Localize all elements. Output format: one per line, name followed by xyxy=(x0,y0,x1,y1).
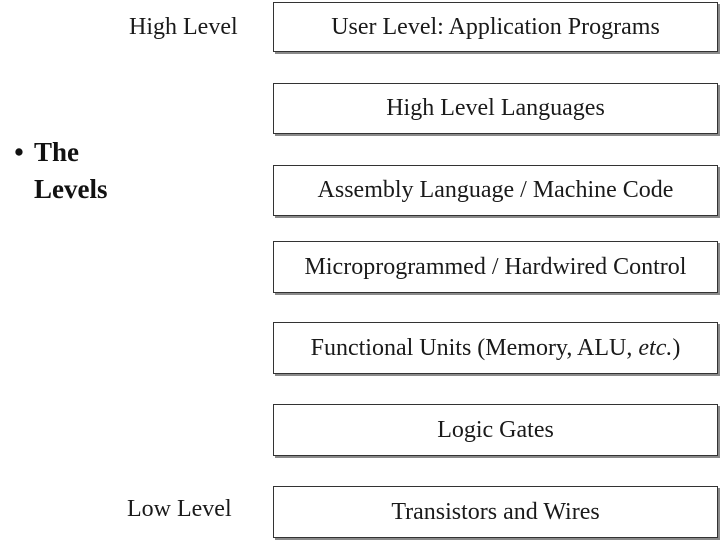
bullet-dot: • xyxy=(14,137,24,167)
layer-logic-gates: Logic Gates xyxy=(273,404,718,456)
layer-label-post: ) xyxy=(672,334,681,361)
bullet-line-2: Levels xyxy=(34,174,108,204)
layer-label: Transistors and Wires xyxy=(391,498,600,525)
layer-label-etc: etc. xyxy=(638,334,673,361)
layer-label: User Level: Application Programs xyxy=(331,13,660,40)
bullet-heading: • The Levels xyxy=(4,134,108,208)
high-level-label: High Level xyxy=(129,14,238,40)
layer-functional-units: Functional Units (Memory, ALU, etc.) xyxy=(273,322,718,374)
layer-high-level-languages: High Level Languages xyxy=(273,83,718,134)
layer-label: Functional Units (Memory, ALU, etc.) xyxy=(311,335,681,362)
layer-assembly-language: Assembly Language / Machine Code xyxy=(273,165,718,216)
layer-user-level: User Level: Application Programs xyxy=(273,2,718,52)
layer-label: High Level Languages xyxy=(386,95,605,121)
layer-label-pre: Functional Units (Memory, ALU, xyxy=(310,334,639,361)
layer-label: Microprogrammed / Hardwired Control xyxy=(304,253,687,280)
low-level-label: Low Level xyxy=(127,496,232,522)
layer-transistors-wires: Transistors and Wires xyxy=(273,486,718,538)
layer-microprogrammed-control: Microprogrammed / Hardwired Control xyxy=(273,241,718,293)
layer-label: Assembly Language / Machine Code xyxy=(317,177,674,203)
bullet-line-1: The xyxy=(34,137,80,167)
layer-label: Logic Gates xyxy=(437,416,554,443)
